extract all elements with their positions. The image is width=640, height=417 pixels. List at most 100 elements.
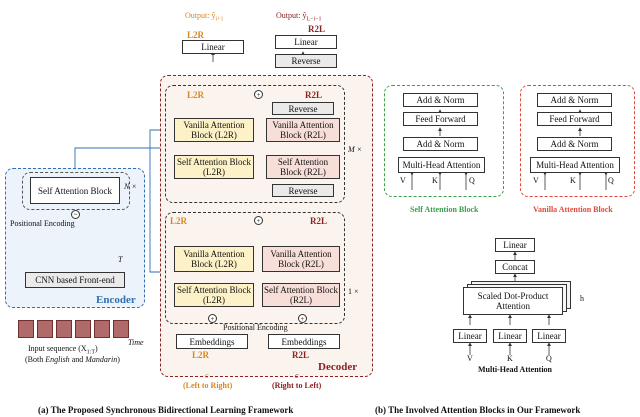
output-r2l-subscript: L−i−1 <box>306 16 322 23</box>
vanilla-block-v: V <box>533 176 539 185</box>
vanilla-block-q: Q <box>608 176 614 185</box>
bottom-l2r-tag: L2R <box>192 350 210 360</box>
mha-linear-q-label: Linear <box>537 331 561 341</box>
self-l2r-m-label: Self Attention Block (L2R) <box>177 157 251 177</box>
mha-linear-top-label: Linear <box>503 240 527 250</box>
mha-q-input: Q <box>546 354 552 363</box>
r2l-top-reverse: Reverse <box>275 54 337 68</box>
self-block-mha-label: Multi-Head Attention <box>402 160 481 170</box>
input-frame-4 <box>75 320 91 338</box>
input-sequence-caption: Input sequence (X1:T) <box>28 344 98 356</box>
time-label: Time <box>128 338 144 347</box>
self-l2r-block-m: Self Attention Block (L2R) <box>174 155 254 179</box>
l2r-linear: Linear <box>182 40 244 54</box>
encoder-self-attention-region <box>22 172 130 210</box>
input-sequence-text: Input sequence (X <box>28 344 87 353</box>
vanilla-l2r-block-m: Vanilla Attention Block (L2R) <box>174 118 254 142</box>
encoder-n-times: N × <box>124 182 137 191</box>
vanilla-l2r-1-label: Vanilla Attention Block (L2R) <box>183 249 245 269</box>
mha-k-input: K <box>507 354 513 363</box>
vanilla-block-mha-label: Multi-Head Attention <box>536 160 614 170</box>
l2r-linear-label: Linear <box>201 42 225 52</box>
l2r-embeddings: Embeddings <box>176 334 248 349</box>
language-mandarin: Mandarin <box>85 355 118 364</box>
language-english: English <box>45 355 70 364</box>
vanilla-block-feed-forward-label: Feed Forward <box>549 114 600 124</box>
self-attention-block-diagram <box>384 85 504 197</box>
input-sequence-subscript: 1:T <box>86 349 95 356</box>
languages-suffix: ) <box>117 355 120 364</box>
self-l2r-1-label: Self Attention Block (L2R) <box>177 285 251 305</box>
one-block-l2r-tag: L2R <box>170 216 188 226</box>
input-sequence-end: ) <box>95 344 98 353</box>
mha-linear-k: Linear <box>493 329 527 343</box>
encoder-title: Encoder <box>96 294 136 306</box>
input-frame-5 <box>94 320 110 338</box>
vanilla-block-add-norm-bottom-label: Add & Norm <box>550 139 599 149</box>
r2l-linear: Linear <box>275 35 337 49</box>
languages-prefix: (Both <box>25 355 46 364</box>
r2l-pos-enc-plus: + <box>298 314 307 323</box>
self-r2l-1-label: Self Attention Block (R2L) <box>264 285 338 305</box>
mha-linear-top: Linear <box>495 238 535 252</box>
one-block-r2l-tag: R2L <box>310 216 328 226</box>
mha-concat-label: Concat <box>502 262 528 272</box>
r2l-embeddings-label: Embeddings <box>281 336 327 347</box>
self-block-feed-forward: Feed Forward <box>403 112 478 126</box>
vanilla-l2r-m-label: Vanilla Attention Block (L2R) <box>183 120 245 140</box>
mha-title: Multi-Head Attention <box>478 365 552 374</box>
output-l2r-text: Output: ŷ <box>185 11 216 20</box>
vanilla-block-mha: Multi-Head Attention <box>530 157 620 173</box>
cnn-frontend-label: CNN based Front-end <box>35 275 115 285</box>
decoder-one-block-region <box>165 212 345 324</box>
mha-v-input: V <box>467 354 473 363</box>
decoder-top-plus-circle: + <box>254 90 263 99</box>
r2l-m-reverse-top: Reverse <box>272 102 334 115</box>
decoder-title: Decoder <box>318 361 358 373</box>
self-r2l-block-1: Self Attention Block (R2L) <box>262 283 340 307</box>
caption-b: (b) The Involved Attention Blocks in Our… <box>375 405 581 415</box>
vanilla-r2l-block-1: Vanilla Attention Block (R2L) <box>262 246 340 272</box>
m-block-l2r-tag: L2R <box>187 90 205 100</box>
encoder-t-label: T <box>118 255 123 264</box>
vanilla-r2l-block-m: Vanilla Attention Block (R2L) <box>266 118 340 142</box>
input-frame-1 <box>18 320 34 338</box>
decoder-one-times: 1 × <box>348 287 359 296</box>
mha-sdpa: Scaled Dot-Product Attention <box>463 287 563 315</box>
vanilla-r2l-m-label: Vanilla Attention Block (R2L) <box>272 120 334 140</box>
cnn-frontend: CNN based Front-end <box>25 272 125 288</box>
encoder-self-attention-block: Self Attention Block <box>30 177 120 204</box>
mha-sdpa-label: Scaled Dot-Product Attention <box>477 291 549 311</box>
vanilla-block-feed-forward: Feed Forward <box>537 112 612 126</box>
caption-a: (a) The Proposed Synchronous Bidirection… <box>38 405 294 415</box>
mha-h-label: h <box>580 294 584 303</box>
l2r-embeddings-label: Embeddings <box>189 336 235 347</box>
encoder-add-circle: ~ <box>71 210 80 219</box>
vanilla-r2l-1-label: Vanilla Attention Block (R2L) <box>270 249 332 269</box>
right-to-left-label: (Right to Left) <box>272 381 322 390</box>
r2l-linear-label: Linear <box>294 37 318 47</box>
bottom-r2l-tag: R2L <box>292 350 310 360</box>
languages-and: and <box>69 355 86 364</box>
self-block-add-norm-bottom-label: Add & Norm <box>416 139 465 149</box>
encoder-self-attention-label: Self Attention Block <box>38 185 112 196</box>
decoder-positional-encoding: Positional Encoding <box>223 323 288 332</box>
mha-linear-q: Linear <box>532 329 566 343</box>
vanilla-block-add-norm-bottom: Add & Norm <box>537 137 612 151</box>
r2l-top-reverse-label: Reverse <box>291 56 321 66</box>
languages-caption: (Both English and Mandarin) <box>25 355 120 364</box>
self-block-title: Self Attention Block <box>410 205 479 214</box>
self-block-mha: Multi-Head Attention <box>398 157 485 173</box>
input-frame-6 <box>113 320 129 338</box>
vanilla-l2r-block-1: Vanilla Attention Block (L2R) <box>174 246 254 272</box>
decoder-mid-plus-circle: + <box>254 216 263 225</box>
vanilla-block-k: K <box>570 176 576 185</box>
vanilla-block-title: Vanilla Attention Block <box>533 205 613 214</box>
mha-linear-v-label: Linear <box>458 331 482 341</box>
m-block-r2l-tag: R2L <box>305 90 323 100</box>
input-frame-3 <box>56 320 72 338</box>
self-l2r-block-1: Self Attention Block (L2R) <box>174 283 254 307</box>
self-block-k: K <box>432 176 438 185</box>
output-r2l-text: Output: ŷ <box>276 11 307 20</box>
mha-concat: Concat <box>495 260 535 274</box>
